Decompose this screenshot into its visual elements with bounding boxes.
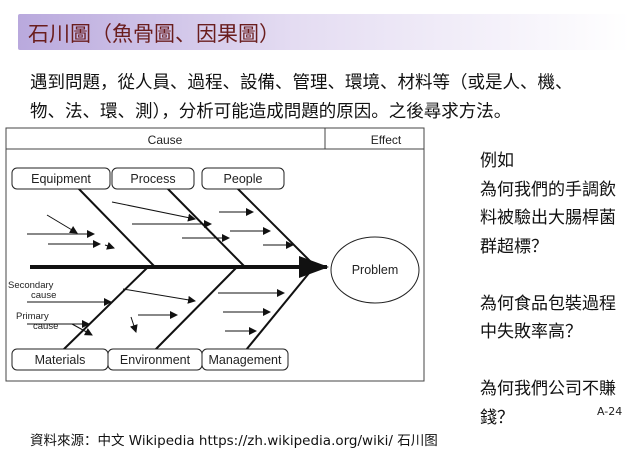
cause-arrow [111, 201, 196, 222]
example-q1-line-3: 群超標？ [480, 236, 548, 257]
category-management: Management [209, 353, 282, 367]
cause-arrow [71, 323, 93, 336]
cause-header: Cause [148, 133, 183, 147]
category-people: People [224, 172, 263, 186]
bone-materials [62, 266, 149, 351]
bone-people [236, 187, 317, 268]
cause-arrow [129, 316, 138, 333]
category-environment: Environment [120, 353, 191, 367]
example-gap [480, 261, 630, 290]
problem-label: Problem [352, 263, 399, 277]
secondary-label-line-2: cause [31, 290, 56, 301]
intro-line-1: 遇到問題，從人員、過程、設備、管理、環境、材料等（或是人、機、 [30, 73, 573, 93]
category-box-management [201, 348, 289, 371]
example-heading: 例如 [480, 151, 514, 171]
category-materials: Materials [35, 353, 86, 367]
bone-management [245, 266, 315, 351]
bone-equipment [77, 187, 156, 268]
category-box-equipment [11, 167, 111, 190]
cause-arrow [122, 288, 196, 304]
effect-header: Effect [371, 133, 402, 147]
example-q3-line-1: 為何我們公司不賺 [480, 379, 616, 399]
source-citation: 資料來源：中文 Wikipedia https://zh.wikipedia.o… [30, 433, 438, 449]
category-process: Process [130, 172, 175, 186]
example-gap [480, 347, 630, 376]
example-q2-line-2: 中失敗率高？ [480, 322, 582, 342]
diagram-frame [5, 127, 425, 382]
example-q3-line-2: 錢？ [480, 407, 514, 428]
problem-ellipse [330, 236, 420, 304]
page-title: 石川圖（魚骨圖、因果圖） [28, 22, 280, 46]
intro-line-2: 物、法、環、測），分析可能造成問題的原因。之後尋求方法。 [30, 102, 512, 122]
page-number: A-24 [597, 405, 623, 418]
category-equipment: Equipment [31, 172, 91, 186]
category-box-people [201, 167, 285, 190]
category-box-process [111, 167, 195, 190]
example-block: 例如 為何我們的手調飲 料被驗出大腸桿菌 群超標？ 為何食品包裝過程 中失敗率高… [480, 147, 630, 432]
title-bar: 石川圖（魚骨圖、因果圖） [18, 14, 630, 50]
example-q1-line-2: 料被驗出大腸桿菌 [480, 208, 616, 228]
cause-arrow [104, 241, 115, 250]
example-q2-line-1: 為何食品包裝過程 [480, 293, 616, 314]
example-q1-line-1: 為何我們的手調飲 [480, 179, 616, 200]
secondary-label-line-1: Secondary [8, 280, 54, 291]
primary-label-line-1: Primary [16, 311, 49, 322]
intro-paragraph: 遇到問題，從人員、過程、設備、管理、環境、材料等（或是人、機、 物、法、環、測）… [30, 69, 610, 127]
cause-arrow [46, 214, 78, 234]
fishbone-diagram: Cause Effect Equipment Process People Ma… [5, 127, 425, 382]
bone-process [166, 187, 246, 268]
bone-environment [154, 266, 238, 351]
primary-label-line-2: cause [33, 321, 58, 332]
